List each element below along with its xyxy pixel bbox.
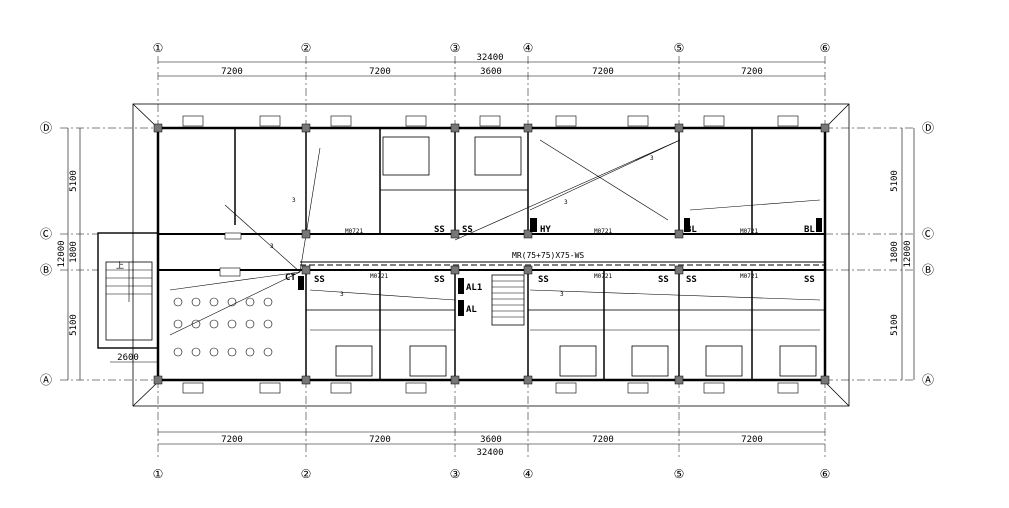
tag-ss-1: SS: [434, 225, 445, 235]
door-tag-3: M0721: [740, 228, 758, 235]
grid-col-4-top: ④: [523, 41, 534, 55]
grid-col-6-bottom: ⑥: [820, 467, 831, 481]
dim-bottom-total: 32400: [476, 448, 503, 458]
central-stair: [491, 274, 525, 326]
grid-row-d-right: Ⓓ: [922, 121, 934, 135]
panel-hy: [530, 218, 537, 232]
tag-ss-8: SS: [804, 275, 815, 285]
dim-left-span-1: 5100: [69, 170, 79, 192]
tag-ss-7: SS: [686, 275, 697, 285]
tag-ct: CT: [285, 273, 296, 283]
grid-col-6-top: ⑥: [820, 41, 831, 55]
dim-bottom-span-2: 7200: [369, 435, 391, 445]
door-tag-6: M0721: [740, 273, 758, 280]
grid-row-c-left: Ⓒ: [40, 227, 52, 241]
grid-col-1-top: ①: [153, 41, 164, 55]
tag-hy: HY: [540, 225, 551, 235]
tag-ss-3: SS: [314, 275, 325, 285]
panel-al1: [458, 278, 464, 294]
panel-al: [458, 300, 464, 316]
grid-col-2-bottom: ②: [301, 467, 312, 481]
circuit-no-6: 3: [560, 291, 564, 298]
door-tag-5: M0721: [594, 273, 612, 280]
grid-row-b-right: Ⓑ: [922, 263, 934, 277]
grid-col-1-bottom: ①: [153, 467, 164, 481]
tag-bl-1: BL: [686, 225, 697, 235]
grid-row-a-right: Ⓐ: [922, 373, 934, 387]
grid-col-3-bottom: ③: [450, 467, 461, 481]
dim-right-span-1: 5100: [890, 170, 900, 192]
tag-al1: AL1: [466, 283, 482, 293]
dim-top-total: 32400: [476, 53, 503, 63]
tag-ss-4: SS: [434, 275, 445, 285]
dim-stair-width: 2600: [117, 353, 139, 363]
outdoor-stair: [97, 232, 159, 349]
grid-col-5-bottom: ⑤: [674, 467, 685, 481]
dim-right-span-2: 1800: [890, 241, 900, 263]
roof-outline: [132, 103, 850, 407]
panel-ct: [298, 276, 304, 290]
dim-right-total: 12000: [903, 240, 913, 267]
dim-bottom-span-1: 7200: [221, 435, 243, 445]
grid-col-4-bottom: ④: [523, 467, 534, 481]
dim-left-total: 12000: [57, 240, 67, 267]
circuit-no-5: 3: [340, 291, 344, 298]
building-wall: [156, 126, 827, 382]
tag-al: AL: [466, 305, 477, 315]
dim-top-span-3: 3600: [480, 67, 502, 77]
tag-ss-6: SS: [658, 275, 669, 285]
tag-bl-2: BL: [804, 225, 815, 235]
dim-top-span-5: 7200: [741, 67, 763, 77]
circuit-no-1: 3: [292, 197, 296, 204]
grid-col-3-top: ③: [450, 41, 461, 55]
grid-row-c-right: Ⓒ: [922, 227, 934, 241]
door-tag-1: M0721: [345, 228, 363, 235]
circuit-no-2: 3: [270, 243, 274, 250]
circuit-no-4: 3: [650, 155, 654, 162]
tag-ss-2: SS: [462, 225, 473, 235]
cable-tray-label: MR(75+75)X75-WS: [512, 251, 584, 260]
grid-row-b-left: Ⓑ: [40, 263, 52, 277]
tag-ss-5: SS: [538, 275, 549, 285]
door-tag-2: M0721: [594, 228, 612, 235]
dim-top-span-2: 7200: [369, 67, 391, 77]
dim-bottom-span-4: 7200: [592, 435, 614, 445]
dim-right-span-3: 5100: [890, 314, 900, 336]
grid-col-2-top: ②: [301, 41, 312, 55]
dim-bottom-span-5: 7200: [741, 435, 763, 445]
dim-left-span-3: 5100: [69, 314, 79, 336]
dim-top-span-1: 7200: [221, 67, 243, 77]
grid-row-a-left: Ⓐ: [40, 373, 52, 387]
door-tag-4: M0721: [370, 273, 388, 280]
grid-row-d-left: Ⓓ: [40, 121, 52, 135]
grid-col-5-top: ⑤: [674, 41, 685, 55]
dim-bottom-span-3: 3600: [480, 435, 502, 445]
stair-up-label: 上: [116, 261, 124, 270]
dim-top-span-4: 7200: [592, 67, 614, 77]
dim-left-span-2: 1800: [69, 241, 79, 263]
circuit-no-3: 3: [564, 199, 568, 206]
